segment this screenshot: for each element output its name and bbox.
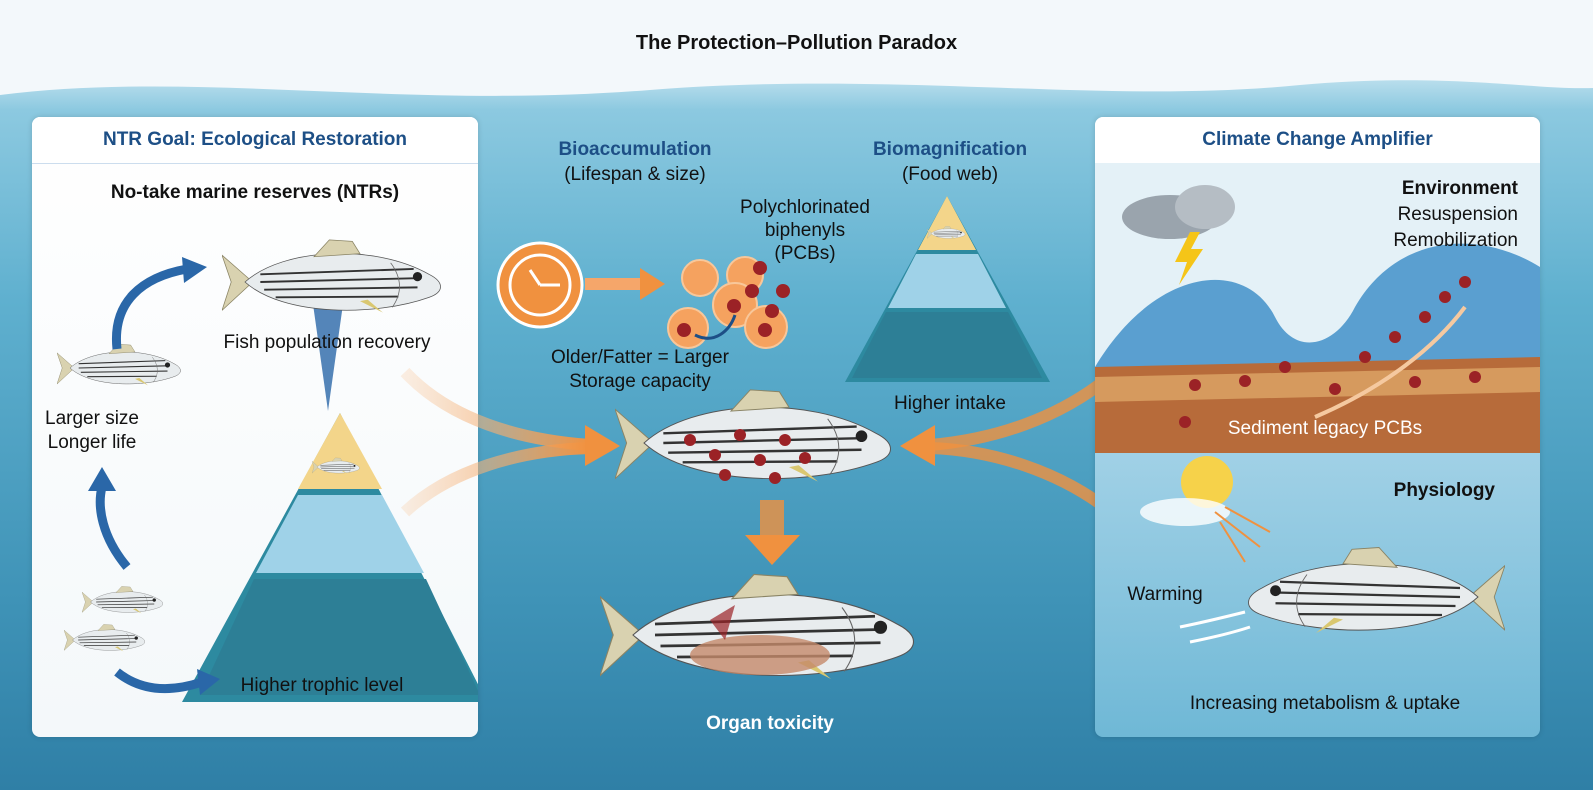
pcb-label-line3: (PCBs) bbox=[774, 243, 836, 264]
ntr-illustration bbox=[57, 238, 478, 702]
trophic-label: Higher trophic level bbox=[240, 675, 404, 696]
climate-illustration bbox=[1095, 163, 1540, 644]
sea-surface bbox=[0, 0, 1593, 96]
biomagnification-subtitle: (Food web) bbox=[901, 164, 999, 185]
recovery-label: Fish population recovery bbox=[223, 332, 431, 353]
flow-arrow bbox=[400, 367, 591, 451]
ntr-panel: NTR Goal: Ecological Restoration No-take… bbox=[32, 117, 478, 737]
curved-arrow-icon bbox=[197, 669, 220, 695]
climate-panel: Climate Change Amplifier Environment Res… bbox=[1095, 117, 1540, 737]
organ-toxicity-label: Organ toxicity bbox=[706, 713, 834, 734]
resuspension-label: Resuspension bbox=[1397, 204, 1518, 225]
flow-arrow bbox=[400, 442, 591, 517]
remobilization-label: Remobilization bbox=[1393, 230, 1518, 251]
sediment-label: Sediment legacy PCBs bbox=[1227, 418, 1423, 439]
flow-arrow bbox=[929, 442, 1119, 520]
damaged-organs bbox=[690, 635, 830, 675]
curved-arrow-icon bbox=[88, 467, 116, 491]
metabolism-label: Increasing metabolism & uptake bbox=[1189, 693, 1461, 714]
warming-label: Warming bbox=[1127, 584, 1203, 605]
curved-arrow-icon bbox=[182, 257, 207, 283]
higher-intake-label: Higher intake bbox=[894, 393, 1006, 414]
ntr-panel-header: NTR Goal: Ecological Restoration bbox=[32, 117, 478, 163]
bioaccumulation-subtitle: (Lifespan & size) bbox=[564, 164, 706, 185]
sun-icon bbox=[1140, 456, 1233, 526]
pcb-particles bbox=[677, 261, 790, 337]
life-label: Longer life bbox=[47, 432, 137, 453]
down-arrow bbox=[745, 535, 800, 565]
sediment-pcb-particles bbox=[1179, 276, 1481, 428]
physiology-title: Physiology bbox=[1393, 480, 1495, 501]
biomagnification-title: Biomagnification bbox=[872, 139, 1028, 160]
storm-cloud-icon bbox=[1122, 185, 1235, 285]
climate-panel-header: Climate Change Amplifier bbox=[1095, 117, 1540, 163]
arrow-icon bbox=[640, 268, 665, 300]
bioaccumulation-title: Bioaccumulation bbox=[558, 139, 712, 160]
ntr-subtitle: No-take marine reserves (NTRs) bbox=[110, 182, 400, 203]
flow-arrow bbox=[929, 367, 1119, 451]
fish-pcb-particles bbox=[684, 429, 811, 484]
pcb-label-line2: biphenyls bbox=[764, 220, 846, 241]
size-label: Larger size bbox=[45, 408, 139, 429]
page-title: The Protection–Pollution Paradox bbox=[635, 32, 958, 54]
storage-label-line1: Older/Fatter = Larger bbox=[551, 347, 729, 368]
breath-lines bbox=[1179, 610, 1251, 644]
environment-title: Environment bbox=[1401, 178, 1518, 199]
pcb-label-line1: Polychlorinated bbox=[740, 197, 870, 218]
storage-label-line2: Storage capacity bbox=[569, 371, 711, 392]
warming-fish bbox=[1247, 546, 1505, 635]
